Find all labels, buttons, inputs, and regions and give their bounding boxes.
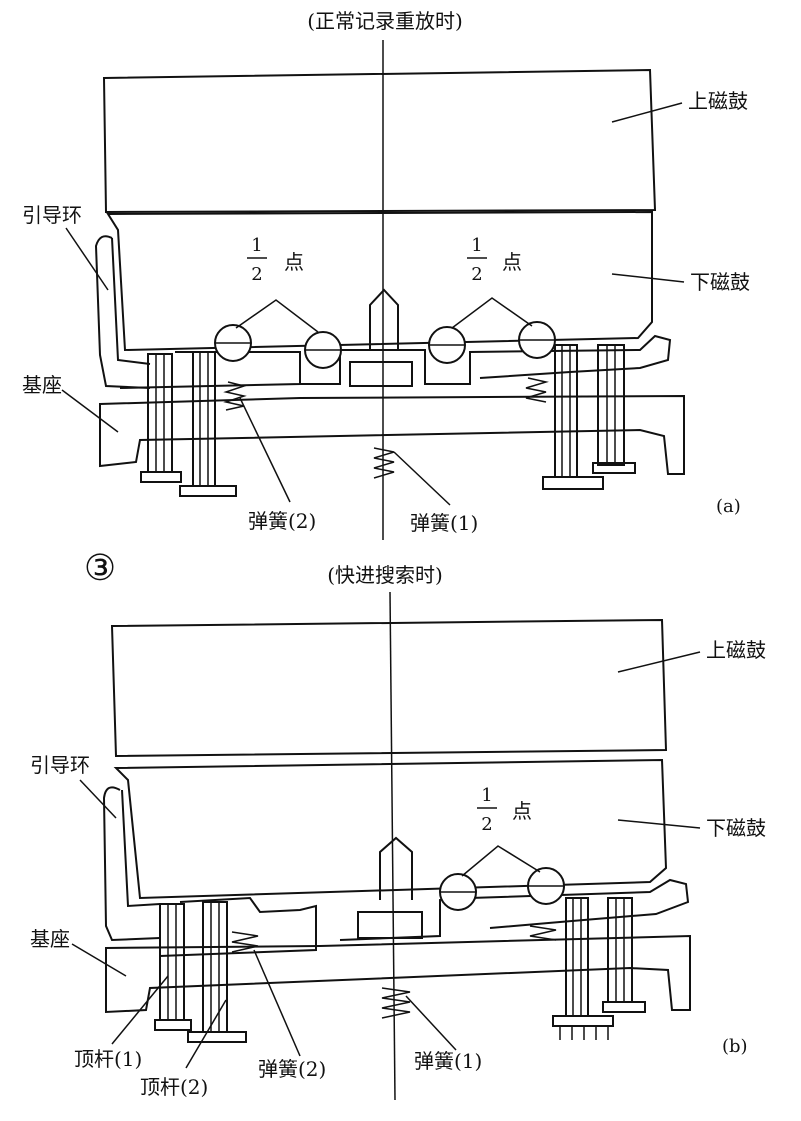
panel-b-half-point-arrows bbox=[461, 845, 541, 877]
panel-b-push-rods-right bbox=[552, 897, 646, 1040]
panel-b-push-rod-2-label: 顶杆(2) bbox=[140, 1075, 208, 1099]
panel-a-base-label: 基座 bbox=[22, 373, 62, 397]
panel-b-spring-1-pointer bbox=[405, 995, 457, 1051]
panel-a-spring-2-right bbox=[525, 377, 549, 403]
panel-a-push-rods-right bbox=[542, 344, 636, 490]
panel-a-half-word-left: 点 bbox=[284, 250, 304, 274]
panel-a-guide-ring-pointer bbox=[65, 227, 109, 291]
panel-a-half-den-right: 2 bbox=[471, 264, 482, 285]
panel-a-lower-drum-pointer bbox=[611, 273, 685, 283]
panel-b-base-pointer bbox=[71, 943, 127, 977]
panel-b-spring-2-label: 弹簧(2) bbox=[258, 1057, 326, 1081]
panel-a-upper-drum-label: 上磁鼓 bbox=[688, 89, 748, 113]
panel-b-half-word: 点 bbox=[512, 799, 532, 823]
panel-b-lower-drum-pointer bbox=[617, 819, 701, 829]
panel-a-lower-drum-label: 下磁鼓 bbox=[690, 270, 750, 294]
panel-b-lower-drum-label: 下磁鼓 bbox=[706, 816, 766, 840]
panel-b-upper-drum-label: 上磁鼓 bbox=[706, 638, 766, 662]
panel-b-lower-drum bbox=[113, 758, 668, 900]
panel-a-half-point-arrows-right bbox=[451, 297, 533, 329]
panel-b-spring-1 bbox=[381, 987, 411, 1019]
panel-b-base-label: 基座 bbox=[30, 927, 70, 951]
panel-a-push-rods-left bbox=[140, 351, 237, 497]
panel-b-half-den: 2 bbox=[481, 814, 492, 835]
panel-a-guide-ring-label: 引导环 bbox=[22, 203, 82, 227]
panel-a-base-pointer bbox=[61, 389, 119, 433]
panel-a-spring-2-pointer bbox=[239, 397, 291, 503]
panel-b-spring-2-left bbox=[231, 931, 259, 953]
panel-b-push-rod-2-pointer bbox=[185, 999, 227, 1069]
panel-a-spring-1-label: 弹簧(1) bbox=[410, 511, 478, 535]
panel-b-push-rods-left bbox=[154, 901, 247, 1043]
panel-b-center-block bbox=[357, 911, 423, 939]
panel-a-lower-drum bbox=[106, 210, 653, 352]
panel-a-spring-2-label: 弹簧(2) bbox=[248, 509, 316, 533]
panel-a: (正常记录重放时) 上磁鼓 下磁鼓 引导环 1 2 bbox=[22, 9, 750, 540]
panel-a-half-point-arrows-left bbox=[235, 299, 319, 333]
panel-b-spring-1-label: 弹簧(1) bbox=[414, 1049, 482, 1073]
panel-b-upper-drum-pointer bbox=[617, 651, 701, 673]
panel-a-upper-drum bbox=[102, 68, 657, 214]
panel-b-push-rod-1-label: 顶杆(1) bbox=[74, 1047, 142, 1071]
panel-a-guide-ring bbox=[94, 235, 151, 389]
panel-b-center-post bbox=[379, 836, 413, 900]
figure-circle-number: ③ bbox=[84, 548, 116, 589]
panel-b-spring-2-pointer bbox=[253, 949, 301, 1057]
panel-b-guide-ring-label: 引导环 bbox=[30, 753, 90, 777]
panel-a-half-num-left: 1 bbox=[251, 235, 262, 256]
panel-b-half-num: 1 bbox=[481, 785, 492, 806]
panel-b-guide-ring bbox=[102, 786, 161, 942]
panel-a-spring-1 bbox=[373, 447, 395, 479]
panel-b-guide-ring-pointer bbox=[79, 779, 117, 819]
panel-b: (快进搜索时) 上磁鼓 下磁鼓 引导环 1 2 点 基座 bbox=[30, 563, 766, 1101]
panel-a-spring-1-pointer bbox=[393, 451, 451, 506]
panel-a-center-post bbox=[369, 288, 399, 350]
panel-a-half-den-left: 2 bbox=[251, 264, 262, 285]
panel-a-half-num-right: 1 bbox=[471, 235, 482, 256]
panel-b-spring-2-right bbox=[529, 925, 557, 941]
panel-a-half-word-right: 点 bbox=[502, 250, 522, 274]
panel-b-push-rod-1-pointer bbox=[111, 975, 169, 1045]
panel-a-tag: (a) bbox=[716, 496, 741, 517]
panel-b-guide-ring-inner bbox=[121, 789, 161, 908]
panel-b-center-axis bbox=[389, 591, 396, 1101]
panel-a-upper-drum-pointer bbox=[611, 102, 683, 123]
panel-b-upper-drum bbox=[110, 618, 668, 758]
panel-b-tag: (b) bbox=[722, 1036, 748, 1057]
panel-a-center-block bbox=[349, 361, 413, 387]
panel-a-title: (正常记录重放时) bbox=[307, 9, 463, 33]
panel-b-title: (快进搜索时) bbox=[327, 563, 443, 587]
panel-a-guide-ring-inner bbox=[111, 237, 151, 365]
